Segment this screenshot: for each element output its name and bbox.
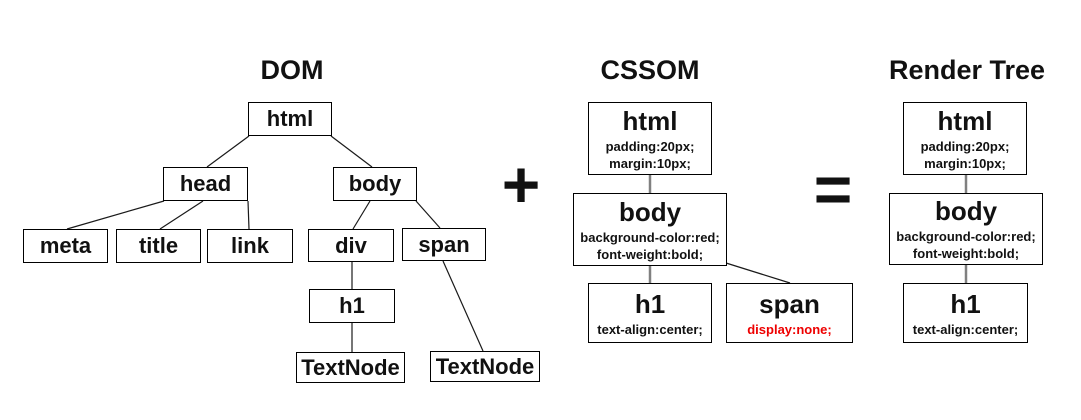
dom-node-meta: meta [23, 229, 108, 263]
dom-node-div: div [308, 229, 394, 262]
dom-node-head: head [163, 167, 248, 201]
node-label: body [348, 171, 402, 196]
node-label: html [622, 105, 678, 136]
node-label: div [335, 232, 367, 258]
css-property: font-weight:bold; [912, 246, 1020, 261]
render-node-h1: h1 text-align:center; [903, 283, 1028, 343]
css-property: text-align:center; [912, 321, 1019, 337]
node-label: TextNode [301, 354, 400, 380]
node-label: meta [39, 233, 92, 258]
edge-dom-html-head [206, 135, 250, 168]
edge-dom-span-textnode [442, 260, 484, 352]
cssom-node-html: html padding:20px; margin:10px; [588, 102, 712, 175]
dom-title: DOM [260, 55, 324, 85]
dom-node-body: body [333, 167, 417, 201]
node-label: link [231, 233, 269, 258]
equals-operator: = [813, 152, 853, 226]
node-label: body [618, 196, 682, 227]
css-property: padding:20px; [920, 138, 1010, 154]
render-tree-title: Render Tree [888, 55, 1046, 85]
css-property: margin:10px; [609, 155, 691, 171]
node-label: head [179, 171, 232, 196]
cssom-node-h1: h1 text-align:center; [588, 283, 712, 343]
css-property: font-weight:bold; [596, 246, 704, 262]
node-label: h1 [634, 288, 666, 319]
edge-dom-head-title [159, 200, 204, 230]
dom-node-title: title [116, 229, 201, 263]
plus-operator: + [501, 147, 541, 221]
css-property-display-none: display:none; [747, 321, 832, 337]
dom-node-textnode-2: TextNode [430, 351, 540, 382]
dom-node-span: span [402, 228, 486, 261]
render-node-html: html padding:20px; margin:10px; [903, 102, 1027, 175]
node-label: html [266, 106, 314, 131]
node-label: TextNode [435, 353, 535, 379]
css-property: background-color:red; [896, 229, 1036, 244]
node-label: html [937, 105, 993, 136]
edge-dom-body-div [352, 200, 371, 230]
css-property: text-align:center; [597, 321, 703, 337]
dom-node-h1: h1 [309, 289, 395, 323]
edge-dom-head-link [247, 200, 250, 230]
css-property: padding:20px; [605, 138, 695, 154]
node-label: span [418, 231, 470, 257]
render-node-body: body background-color:red; font-weight:b… [889, 193, 1043, 265]
node-label: h1 [950, 288, 981, 319]
cssom-node-body: body background-color:red; font-weight:b… [573, 193, 727, 266]
node-label: body [934, 196, 998, 226]
edge-dom-head-meta [66, 200, 165, 230]
cssom-title: CSSOM [600, 55, 700, 85]
css-property: background-color:red; [580, 229, 720, 245]
node-label: h1 [339, 293, 365, 318]
edge-dom-html-body [330, 135, 373, 168]
dom-node-html: html [248, 102, 332, 136]
dom-node-link: link [207, 229, 293, 263]
edge-cssom-body-span [725, 262, 791, 284]
css-property: margin:10px; [924, 155, 1006, 171]
cssom-node-span: span display:none; [726, 283, 853, 343]
node-label: span [759, 288, 820, 319]
dom-node-textnode-1: TextNode [296, 352, 405, 383]
edge-dom-body-span [415, 200, 441, 229]
node-label: title [138, 233, 179, 258]
